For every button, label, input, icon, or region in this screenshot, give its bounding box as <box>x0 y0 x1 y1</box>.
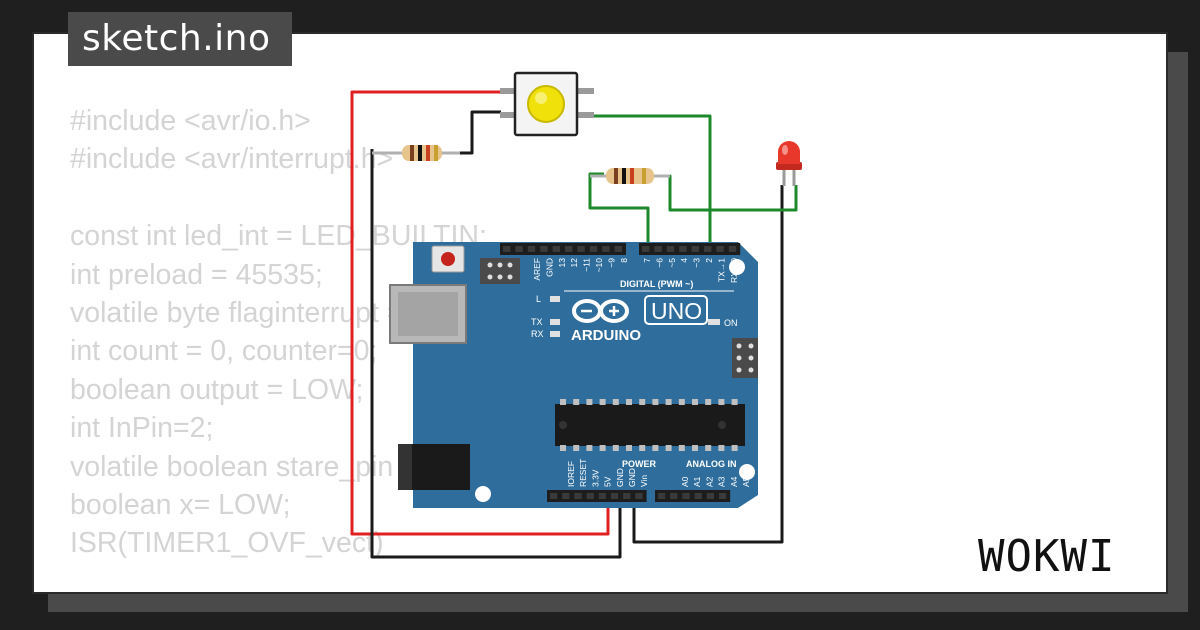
code-line: int count = 0, counter=0; <box>70 335 378 368</box>
wire-black-gnd-resistor <box>458 110 501 155</box>
atmega-chip <box>555 399 745 451</box>
led-tx: TX <box>531 317 560 327</box>
pin-label: A2 <box>704 476 714 487</box>
svg-text:TX: TX <box>531 317 543 327</box>
sketch-title: sketch.ino <box>68 12 293 66</box>
digital-pin-label: ~6 <box>654 258 664 268</box>
pin-label: GND <box>627 468 637 487</box>
analog-header <box>655 490 731 502</box>
code-line: int preload = 45535; <box>70 258 323 291</box>
digital-pin-label: 12 <box>569 258 579 268</box>
pin-label: A5 <box>741 476 751 487</box>
icsp-header-1 <box>480 258 520 284</box>
pin-label: A4 <box>729 476 739 487</box>
digital-pin-label: 13 <box>557 258 567 268</box>
digital-header-left <box>500 243 626 255</box>
arduino-brand-label: ARDUINO <box>571 327 641 344</box>
pin-label: IOREF <box>566 461 576 487</box>
code-line: volatile byte flaginterrupt = 0; <box>70 296 436 329</box>
digital-pin-label: 2 <box>704 258 714 263</box>
digital-header-label: DIGITAL (PWM ~) <box>620 279 693 289</box>
led-rx: RX <box>531 329 560 339</box>
code-line: int InPin=2; <box>70 412 214 445</box>
pin-label: A1 <box>692 476 702 487</box>
led-l: L <box>536 294 560 304</box>
code-line: boolean output = LOW; <box>70 373 364 406</box>
digital-pin-label: 7 <box>642 258 652 263</box>
code-preview: #include <avr/io.h> #include <avr/interru… <box>70 102 498 563</box>
resistor-2[interactable] <box>590 168 670 184</box>
digital-pin-label: ~11 <box>582 258 592 272</box>
wire-red-5v <box>350 90 610 536</box>
wire-black-led-gnd <box>632 185 784 544</box>
digital-pin-label: TX→1 <box>716 258 726 282</box>
reset-button[interactable] <box>431 245 465 273</box>
wire-green-button-pin2 <box>592 114 712 248</box>
pin-label: Vin <box>639 475 649 487</box>
icsp-header-2 <box>732 338 758 378</box>
arduino-infinity-logo-icon <box>572 299 629 323</box>
red-led[interactable] <box>776 141 802 186</box>
analog-header-label: ANALOG IN <box>686 459 737 469</box>
pin-label: 5V <box>603 476 613 487</box>
svg-text:L: L <box>536 294 541 304</box>
digital-header-right <box>639 243 741 255</box>
digital-pin-label: ~10 <box>594 258 604 273</box>
digital-pin-label: ~5 <box>667 258 677 268</box>
power-header-label: POWER <box>622 459 657 469</box>
wires <box>350 90 798 559</box>
wire-green-led-resistor <box>658 174 798 212</box>
digital-pin-label: 4 <box>679 258 689 263</box>
pin-label: GND <box>615 468 625 487</box>
wokwi-logo: WOKWI <box>978 531 1116 582</box>
digital-pin-label: ~9 <box>606 258 616 268</box>
wire-green-resistor-pin7 <box>588 172 650 248</box>
code-line: const int led_int = LED_BUILTIN; <box>70 220 487 253</box>
digital-pin-label: AREF <box>532 258 542 281</box>
code-line: #include <avr/interrupt.h> <box>70 143 394 176</box>
pin-label: A3 <box>717 476 727 487</box>
pin-label: A0 <box>680 476 690 487</box>
digital-pin-label: 8 <box>619 258 629 263</box>
resistor-1[interactable] <box>372 145 460 161</box>
pin-label: RESET <box>578 459 588 487</box>
code-line: #include <avr/io.h> <box>70 105 311 137</box>
code-line: ISR(TIMER1_OVF_vect) <box>70 527 384 560</box>
svg-text:ON: ON <box>724 318 738 328</box>
pushbutton[interactable] <box>500 71 594 137</box>
led-on: ON <box>708 318 738 328</box>
power-header <box>547 490 647 502</box>
svg-text:RX: RX <box>531 329 544 339</box>
uno-model-label: UNO <box>651 298 702 324</box>
pin-label: 3.3V <box>590 469 600 487</box>
code-line: boolean x= LOW; <box>70 488 291 521</box>
digital-pin-label: RX←0 <box>729 258 739 283</box>
wire-black-gnd-loop <box>370 149 622 559</box>
digital-pin-label: GND <box>544 258 554 277</box>
digital-pin-label: ~3 <box>692 258 702 268</box>
